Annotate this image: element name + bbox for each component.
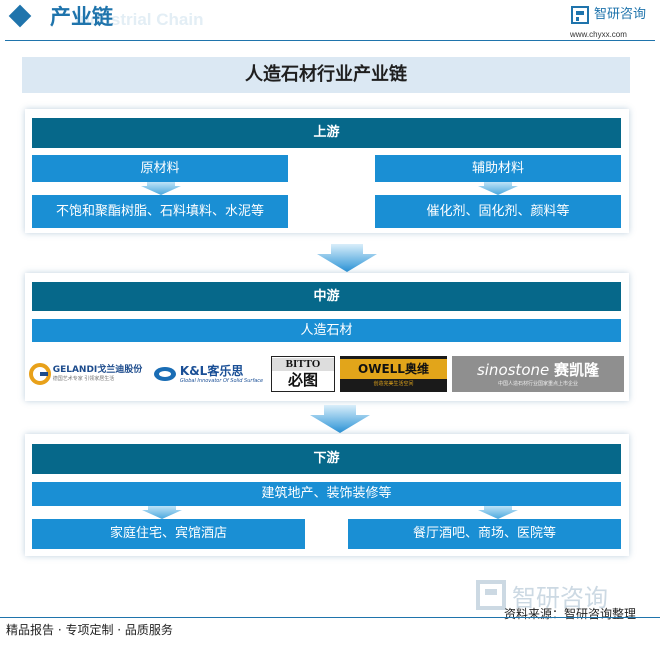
sinostone-cn: 赛凯隆 (554, 360, 600, 379)
footer-divider (0, 617, 660, 618)
upstream-label: 上游 (32, 118, 621, 148)
downstream-left-applications: 家庭住宅、宾馆酒店 (32, 519, 305, 549)
arrow-down-icon (141, 182, 181, 195)
company-logo-kl: K&L客乐思 Global Innovator Of Solid Surface (149, 356, 267, 392)
page-section-title: 产业链 (50, 5, 113, 29)
downstream-label: 下游 (32, 444, 621, 474)
company-logo-bitto: BITTO 必图 (271, 356, 335, 392)
midstream-product: 人造石材 (32, 319, 621, 342)
source-note: 资料来源：智研咨询整理 (504, 607, 637, 621)
gelandi-tagline: 德国艺术专家 引领家居生活 (52, 376, 115, 382)
bitto-name: BITTO (272, 358, 334, 371)
flow-arrow-down-icon (317, 244, 377, 272)
arrow-down-icon (478, 506, 518, 519)
kl-tagline: Global Innovator Of Solid Surface (179, 377, 264, 384)
brand-logo-icon (571, 6, 589, 24)
watermark-text: 智研咨询 (512, 584, 608, 612)
gelandi-name: GELANDI (52, 365, 98, 375)
company-logo-owell: OWELL奥维 创造完美生活空间 (340, 356, 447, 392)
gelandi-emblem-icon (28, 363, 51, 385)
upstream-raw-material-items: 不饱和聚酯树脂、石料填料、水泥等 (32, 195, 288, 228)
flow-arrow-down-icon (310, 405, 370, 433)
kl-cn: 客乐思 (207, 363, 244, 378)
sinostone-name: sinostone (476, 360, 550, 379)
brand-name: 智研咨询 (594, 7, 647, 22)
kl-emblem-icon (153, 367, 176, 381)
upstream-aux-material-items: 催化剂、固化剂、颜料等 (375, 195, 621, 228)
downstream-right-applications: 餐厅酒吧、商场、医院等 (348, 519, 621, 549)
header-divider (5, 40, 655, 41)
footer-slogan: 精品报告 · 专项定制 · 品质服务 (6, 623, 173, 637)
brand-url: www.chyxx.com (570, 30, 627, 39)
bitto-cn: 必图 (287, 371, 318, 389)
watermark-logo: 智研咨询 (476, 580, 608, 612)
upstream-raw-material-title: 原材料 (32, 155, 288, 182)
title-banner (22, 57, 630, 93)
owell-name: OWELL (358, 362, 405, 376)
company-logo-sinostone: sinostone 赛凯隆 中国人造石材行业国家重点上市企业 (452, 356, 624, 392)
owell-cn: 奥维 (404, 362, 429, 376)
sinostone-tagline: 中国人造石材行业国家重点上市企业 (497, 380, 578, 387)
midstream-label: 中游 (32, 282, 621, 311)
downstream-category: 建筑地产、装饰装修等 (32, 482, 621, 506)
upstream-aux-material-title: 辅助材料 (375, 155, 621, 182)
header-subtitle: Industrial Chain (75, 10, 204, 29)
kl-name: K&L (179, 363, 208, 378)
arrow-down-icon (142, 506, 182, 519)
owell-tagline: 创造完美生活空间 (373, 381, 414, 387)
header-diamond-icon (8, 4, 32, 28)
arrow-down-icon (478, 182, 518, 195)
chart-title: 人造石材行业产业链 (245, 64, 407, 85)
company-logo-gelandi: GELANDI戈兰迪股份 德国艺术专家 引领家居生活 (25, 356, 146, 392)
gelandi-cn: 戈兰迪股份 (97, 365, 143, 375)
